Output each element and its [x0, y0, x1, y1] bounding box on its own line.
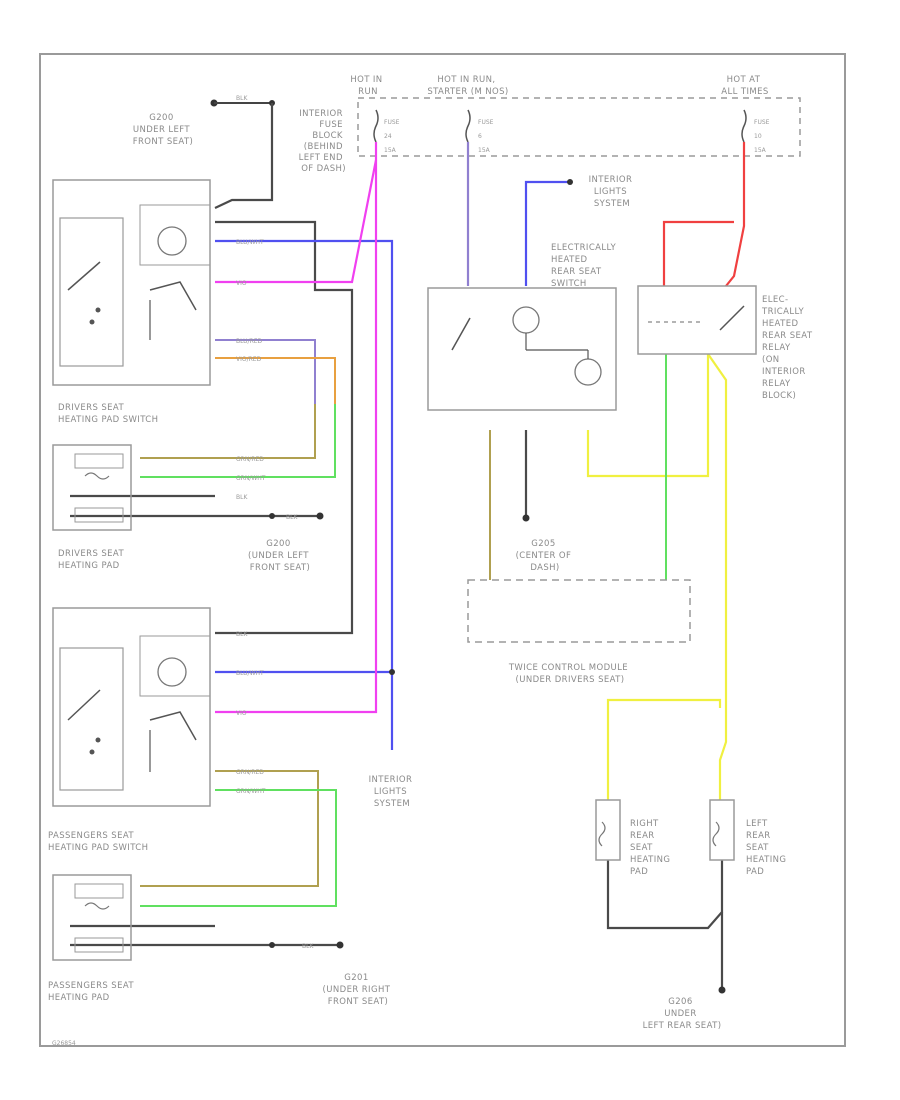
wire-vio-red	[215, 357, 336, 404]
g205-label: G205 (CENTER OF DASH)	[516, 539, 575, 573]
wire-grn-wht-passenger	[140, 789, 337, 907]
passengers-switch-label: PASSENGERS SEAT HEATING PAD SWITCH	[48, 831, 148, 853]
fuse-24-label: FUSE 24 15A	[384, 119, 401, 154]
wire-grn-wht-driver	[140, 404, 336, 478]
wire-label-grn-red: GRN/RED	[236, 456, 264, 463]
interior-lights-bottom-label: INTERIOR LIGHTS SYSTEM	[369, 775, 416, 809]
left-rear-seat-heating-pad	[709, 799, 735, 861]
svg-text:BLK: BLK	[286, 514, 298, 521]
svg-text:BLK: BLK	[302, 943, 314, 950]
wire-blk-driver-ground	[214, 103, 274, 209]
wire-yellow-switch-relay	[586, 354, 710, 478]
interior-fuse-block-label: INTERIOR FUSE BLOCK (BEHIND LEFT END OF …	[299, 109, 346, 174]
hot-in-run-starter-label: HOT IN RUN, STARTER (M NOS)	[427, 75, 508, 97]
indicator-lamp-icon	[157, 657, 187, 687]
indicator-lamp-icon	[512, 306, 540, 334]
wire-label-vio-passenger: VIO	[236, 710, 247, 717]
hot-in-run-label: HOT IN RUN	[350, 75, 385, 97]
g200-mid-label: G200 (UNDER LEFT FRONT SEAT)	[248, 539, 312, 573]
indicator-lamp-icon	[157, 226, 187, 256]
wire-blk-rear-pads	[606, 860, 724, 930]
wire-grn-red-passenger	[140, 770, 319, 887]
twice-label: TWICE CONTROL MODULE (UNDER DRIVERS SEAT…	[508, 663, 631, 685]
rear-seat-switch	[427, 287, 617, 411]
rear-seat-switch-label: ELECTRICALLY HEATED REAR SEAT SWITCH	[551, 243, 619, 289]
wire-blu-wht	[215, 239, 394, 674]
drivers-seat-heating-pad	[52, 444, 132, 531]
drivers-seat-heating-pad-switch	[52, 179, 211, 386]
footer-code: G26854	[52, 1040, 76, 1047]
twice-control-module	[467, 579, 691, 643]
wire-red-fuse10-relay	[725, 142, 746, 287]
left-rear-pad-label: LEFT REAR SEAT HEATING PAD	[746, 819, 789, 877]
wire-label-grn-wht-passenger: GRN/WHT	[236, 788, 266, 795]
wire-yellow-to-right-pad	[606, 698, 722, 800]
wire-label-blu-wht-passenger: BLU/WHT	[236, 670, 264, 677]
interior-lights-top-label: INTERIOR LIGHTS SYSTEM	[589, 175, 636, 209]
g200-top-ground: BLK	[210, 95, 275, 107]
drivers-pad-label: DRIVERS SEAT HEATING PAD	[58, 549, 127, 571]
wire-yellow-relay-left-pad	[707, 353, 728, 800]
fuse-6-label: FUSE 6 15A	[478, 119, 495, 154]
wire-blu-red	[215, 339, 316, 404]
g201-label: G201 (UNDER RIGHT FRONT SEAT)	[323, 973, 394, 1007]
indicator-lamp-icon	[574, 358, 602, 386]
fuse-10-label: FUSE 10 15A	[754, 119, 771, 154]
wire-label-blk-passenger: BLK	[236, 631, 248, 638]
wire-label-grn-wht: GRN/WHT	[236, 475, 266, 482]
right-rear-seat-heating-pad	[595, 799, 621, 861]
wire-label-blu-wht: BLU/WHT	[236, 239, 264, 246]
wire-label-blk-pad: BLK	[236, 494, 248, 501]
wire-grn-red-driver	[140, 404, 316, 459]
drivers-switch-label: DRIVERS SEAT HEATING PAD SWITCH	[58, 403, 158, 425]
passengers-pad-label: PASSENGERS SEAT HEATING PAD	[48, 981, 137, 1003]
wire-red-relay-loop	[662, 220, 734, 286]
svg-text:BLK: BLK	[236, 95, 248, 102]
interior-fuse-block	[357, 97, 801, 157]
passengers-seat-heating-pad	[52, 874, 132, 961]
wire-label-grn-red-passenger: GRN/RED	[236, 769, 264, 776]
wire-label-vio: VIO	[236, 280, 247, 287]
wire-blk-to-passenger	[215, 220, 354, 635]
wire-vio-to-passenger	[215, 160, 378, 714]
wire-label-blu-red: BLU/RED	[236, 338, 263, 345]
g206-label: G206 UNDER LEFT REAR SEAT)	[643, 997, 722, 1031]
wire-label-vio-red: VIO/RED	[236, 356, 262, 363]
diagram-frame	[39, 53, 846, 1047]
hot-at-all-times-label: HOT AT ALL TIMES	[721, 75, 768, 97]
rear-seat-relay	[637, 285, 757, 355]
passengers-seat-heating-pad-switch	[52, 607, 211, 807]
g200-top-label: G200 UNDER LEFT FRONT SEAT)	[133, 113, 194, 147]
rear-seat-relay-label: ELEC- TRICALLY HEATED REAR SEAT RELAY (O…	[761, 295, 816, 401]
wire-to-interior-lights	[524, 180, 570, 286]
wire-vio	[215, 142, 378, 284]
right-rear-pad-label: RIGHT REAR SEAT HEATING PAD	[630, 819, 673, 877]
